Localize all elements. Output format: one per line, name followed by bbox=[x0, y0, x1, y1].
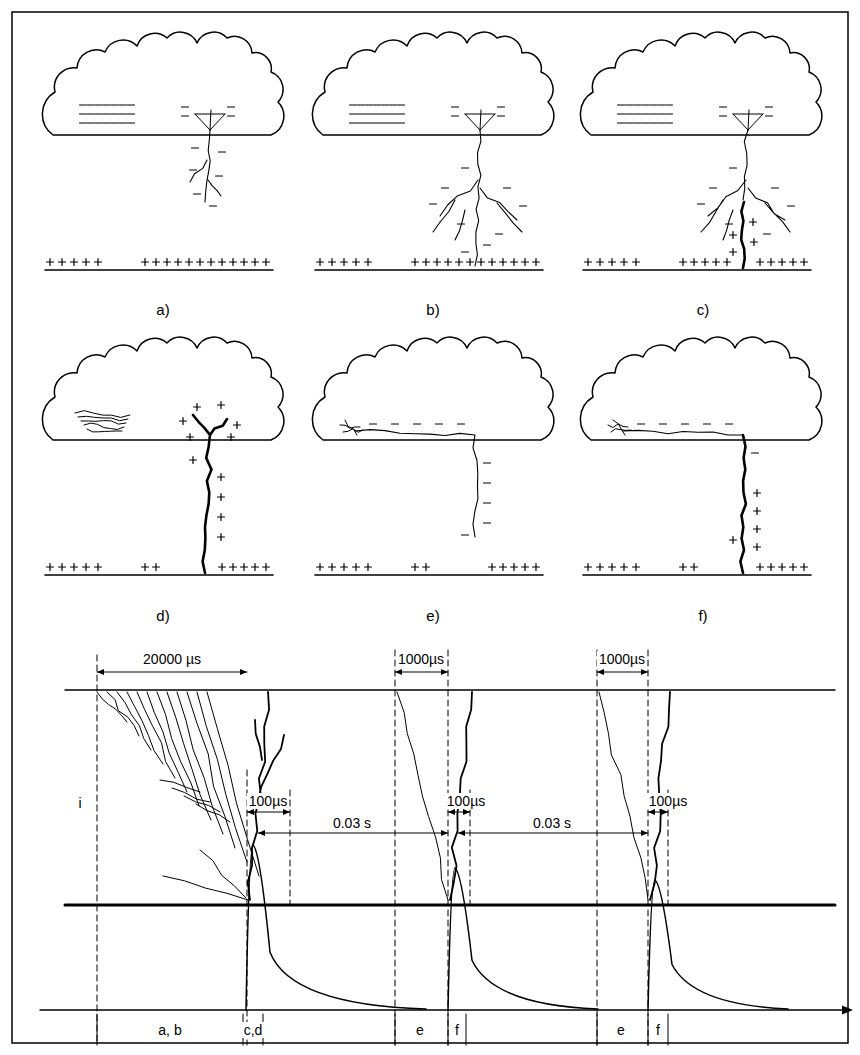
time-axis bbox=[40, 1009, 845, 1011]
cloud-outline bbox=[580, 32, 821, 135]
cloud-outline bbox=[42, 32, 283, 135]
dimension-line bbox=[395, 672, 448, 673]
cloud-branch bbox=[195, 110, 225, 130]
panel-label: c) bbox=[695, 302, 712, 318]
return-stroke bbox=[741, 202, 745, 268]
cloud-outline bbox=[42, 337, 283, 440]
ground-line bbox=[315, 574, 543, 576]
chart-label: 0.03 s bbox=[531, 815, 573, 831]
current-pulse bbox=[448, 868, 598, 1010]
dimension-line bbox=[258, 833, 448, 834]
dimension-arrowhead bbox=[648, 809, 668, 815]
dimension-line bbox=[458, 833, 648, 834]
chart-line bbox=[65, 689, 835, 690]
chart-label: 100µs bbox=[445, 793, 487, 809]
chart-label: f bbox=[654, 1022, 662, 1038]
chart-label: 1000µs bbox=[597, 651, 647, 667]
dimension-arrowhead bbox=[247, 809, 290, 815]
panel-label: b) bbox=[424, 302, 441, 318]
panel-label: e) bbox=[424, 608, 441, 624]
figure-frame bbox=[12, 12, 848, 1043]
cloud-outline bbox=[312, 337, 553, 440]
chart-label: 100µs bbox=[247, 793, 289, 809]
cloud-outline bbox=[312, 32, 553, 135]
dimension-line bbox=[597, 672, 648, 673]
charge-scribble bbox=[340, 420, 363, 435]
dimension-arrowhead bbox=[97, 669, 247, 675]
dashed-guide bbox=[395, 650, 396, 1045]
phase-separator bbox=[97, 1014, 98, 1045]
charge-signs bbox=[585, 424, 808, 571]
dimension-arrowhead bbox=[395, 669, 448, 675]
current-pulse bbox=[648, 880, 788, 1010]
panel-label: f) bbox=[696, 608, 709, 624]
panel-label: a) bbox=[154, 302, 171, 318]
dimension-line bbox=[97, 672, 247, 673]
dimension-arrowhead bbox=[597, 669, 648, 675]
chart-label: e bbox=[414, 1022, 426, 1038]
dashed-guide bbox=[97, 655, 98, 1045]
dashed-guide bbox=[290, 790, 291, 905]
chart-label: 100µs bbox=[647, 793, 689, 809]
charge-scribble bbox=[608, 420, 631, 435]
cloud-branch bbox=[465, 110, 495, 130]
chart-label: 20000 µs bbox=[141, 651, 203, 667]
chart-label: a, b bbox=[156, 1022, 183, 1038]
charge-signs bbox=[317, 105, 540, 266]
charge-scribble bbox=[75, 411, 130, 432]
return-stroke bbox=[193, 415, 227, 573]
dart-leader-trace bbox=[397, 692, 648, 900]
chart-label: i bbox=[76, 795, 83, 811]
stepped-leader bbox=[433, 130, 522, 266]
ground-line bbox=[315, 269, 543, 271]
axis-arrowhead bbox=[842, 1006, 853, 1015]
chart-label: 1000µs bbox=[396, 651, 446, 667]
stepped-leader bbox=[623, 430, 743, 435]
phase-separator bbox=[448, 1014, 449, 1045]
cloud-branch bbox=[733, 110, 763, 130]
stepped-leader bbox=[701, 130, 790, 240]
leader-streaks bbox=[97, 692, 259, 900]
charge-signs bbox=[47, 402, 270, 571]
stepped-leader bbox=[190, 130, 221, 202]
dimension-arrowhead bbox=[448, 809, 470, 815]
phase-separator bbox=[648, 1014, 649, 1045]
chart-label: c,d bbox=[242, 1022, 265, 1038]
ground-line bbox=[45, 269, 273, 271]
phase-separator bbox=[395, 1014, 396, 1045]
phase-separator bbox=[466, 1014, 467, 1045]
return-stroke bbox=[740, 435, 746, 573]
cloud-outline bbox=[580, 337, 821, 440]
chart-label: e bbox=[615, 1022, 627, 1038]
charge-signs bbox=[585, 105, 808, 266]
charge-signs bbox=[317, 424, 540, 571]
panel-label: d) bbox=[154, 608, 171, 624]
chart-ground-line bbox=[65, 904, 835, 907]
phase-separator bbox=[597, 1014, 598, 1045]
ground-line bbox=[583, 269, 811, 271]
chart-label: f bbox=[453, 1022, 461, 1038]
current-pulse bbox=[246, 845, 426, 1010]
ground-line bbox=[583, 574, 811, 576]
stepped-leader bbox=[355, 430, 478, 537]
ground-line bbox=[45, 574, 273, 576]
phase-separator bbox=[668, 1014, 669, 1045]
dashed-guide bbox=[597, 650, 598, 1045]
charge-signs bbox=[47, 105, 270, 266]
chart-label: 0.03 s bbox=[331, 815, 373, 831]
